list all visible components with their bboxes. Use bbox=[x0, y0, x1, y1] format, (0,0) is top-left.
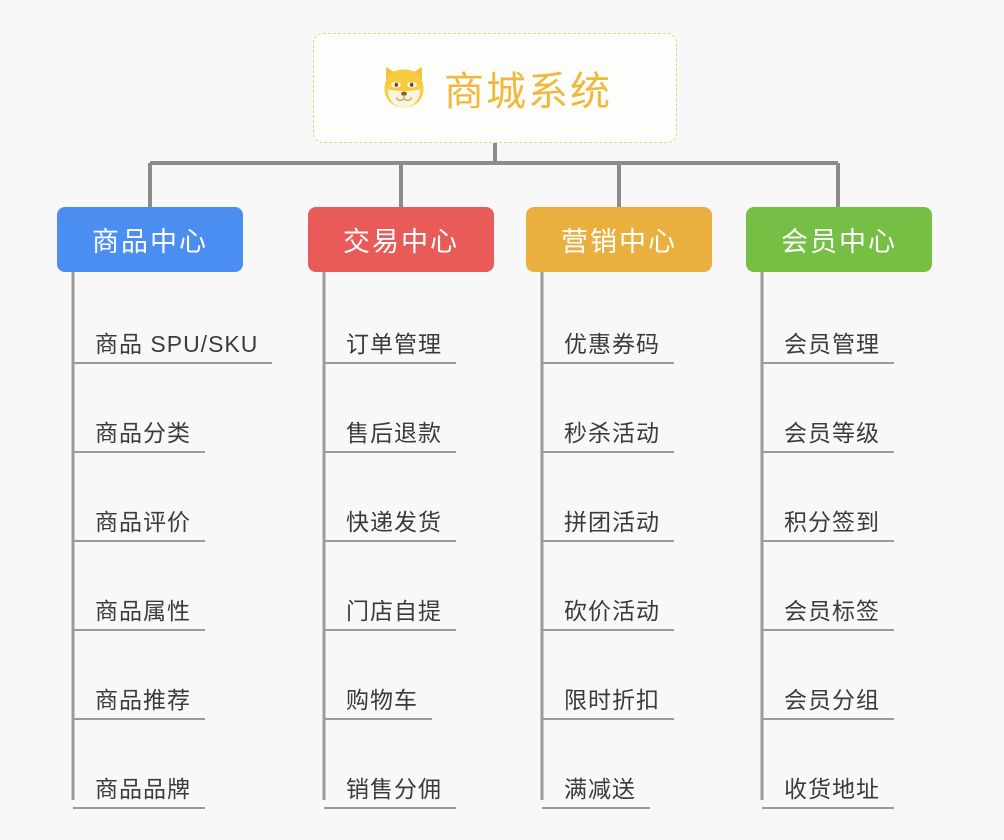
leaf-label: 商品属性 bbox=[73, 598, 205, 631]
leaf-label: 快递发货 bbox=[324, 509, 456, 542]
leaf-label: 限时折扣 bbox=[542, 687, 674, 720]
branch-label-2: 营销中心 bbox=[561, 227, 677, 257]
leaf-label: 会员管理 bbox=[762, 331, 894, 364]
leaf-label: 售后退款 bbox=[324, 420, 456, 453]
branch-header-2[interactable]: 营销中心 bbox=[526, 207, 712, 272]
branch-column-3: 会员中心 会员管理 会员等级 积分签到 会员标签 会员分组 收货地址 bbox=[746, 207, 932, 809]
leaf-list-2: 优惠券码 秒杀活动 拼团活动 砍价活动 限时折扣 满减送 bbox=[526, 272, 712, 809]
leaf-item[interactable]: 商品评价 bbox=[73, 453, 243, 542]
leaf-item[interactable]: 会员分组 bbox=[762, 631, 932, 720]
leaf-label: 商品推荐 bbox=[73, 687, 205, 720]
leaf-label: 商品品牌 bbox=[73, 776, 205, 809]
leaf-item[interactable]: 优惠券码 bbox=[542, 272, 712, 364]
leaf-label: 门店自提 bbox=[324, 598, 456, 631]
leaf-item[interactable]: 售后退款 bbox=[324, 364, 494, 453]
leaf-label: 订单管理 bbox=[324, 331, 456, 364]
branch-column-2: 营销中心 优惠券码 秒杀活动 拼团活动 砍价活动 限时折扣 满减送 bbox=[526, 207, 712, 809]
leaf-label: 满减送 bbox=[542, 776, 650, 809]
leaf-list-3: 会员管理 会员等级 积分签到 会员标签 会员分组 收货地址 bbox=[746, 272, 932, 809]
leaf-label: 会员等级 bbox=[762, 420, 894, 453]
leaf-item[interactable]: 收货地址 bbox=[762, 720, 932, 809]
leaf-item[interactable]: 商品分类 bbox=[73, 364, 243, 453]
leaf-label: 购物车 bbox=[324, 687, 432, 720]
shiba-dog-face-icon bbox=[378, 62, 430, 114]
leaf-list-1: 订单管理 售后退款 快递发货 门店自提 购物车 销售分佣 bbox=[308, 272, 494, 809]
root-node[interactable]: 商城系统 bbox=[313, 33, 677, 143]
leaf-item[interactable]: 会员等级 bbox=[762, 364, 932, 453]
leaf-label: 拼团活动 bbox=[542, 509, 674, 542]
branch-label-0: 商品中心 bbox=[92, 227, 208, 257]
leaf-item[interactable]: 商品属性 bbox=[73, 542, 243, 631]
leaf-label: 会员分组 bbox=[762, 687, 894, 720]
leaf-item[interactable]: 满减送 bbox=[542, 720, 712, 809]
leaf-item[interactable]: 秒杀活动 bbox=[542, 364, 712, 453]
leaf-label: 会员标签 bbox=[762, 598, 894, 631]
leaf-item[interactable]: 订单管理 bbox=[324, 272, 494, 364]
branch-label-3: 会员中心 bbox=[781, 227, 897, 257]
leaf-item[interactable]: 会员标签 bbox=[762, 542, 932, 631]
leaf-label: 优惠券码 bbox=[542, 331, 674, 364]
leaf-item[interactable]: 商品 SPU/SKU bbox=[73, 272, 273, 364]
leaf-label: 秒杀活动 bbox=[542, 420, 674, 453]
leaf-item[interactable]: 限时折扣 bbox=[542, 631, 712, 720]
leaf-label: 收货地址 bbox=[762, 776, 894, 809]
leaf-label: 销售分佣 bbox=[324, 776, 456, 809]
branch-label-1: 交易中心 bbox=[343, 227, 459, 257]
branch-header-3[interactable]: 会员中心 bbox=[746, 207, 932, 272]
leaf-item[interactable]: 拼团活动 bbox=[542, 453, 712, 542]
branch-column-0: 商品中心 商品 SPU/SKU 商品分类 商品评价 商品属性 商品推荐 商品品牌 bbox=[57, 207, 273, 809]
leaf-item[interactable]: 会员管理 bbox=[762, 272, 932, 364]
leaf-label: 商品 SPU/SKU bbox=[73, 331, 273, 364]
branch-column-1: 交易中心 订单管理 售后退款 快递发货 门店自提 购物车 销售分佣 bbox=[308, 207, 494, 809]
leaf-label: 积分签到 bbox=[762, 509, 894, 542]
branch-header-1[interactable]: 交易中心 bbox=[308, 207, 494, 272]
leaf-item[interactable]: 销售分佣 bbox=[324, 720, 494, 809]
leaf-item[interactable]: 商品推荐 bbox=[73, 631, 243, 720]
leaf-item[interactable]: 商品品牌 bbox=[73, 720, 243, 809]
root-title: 商城系统 bbox=[444, 70, 612, 114]
leaf-list-0: 商品 SPU/SKU 商品分类 商品评价 商品属性 商品推荐 商品品牌 bbox=[57, 272, 273, 809]
leaf-item[interactable]: 快递发货 bbox=[324, 453, 494, 542]
leaf-label: 商品分类 bbox=[73, 420, 205, 453]
leaf-label: 商品评价 bbox=[73, 509, 205, 542]
leaf-label: 砍价活动 bbox=[542, 598, 674, 631]
leaf-item[interactable]: 砍价活动 bbox=[542, 542, 712, 631]
leaf-item[interactable]: 积分签到 bbox=[762, 453, 932, 542]
leaf-item[interactable]: 门店自提 bbox=[324, 542, 494, 631]
leaf-item[interactable]: 购物车 bbox=[324, 631, 494, 720]
branch-header-0[interactable]: 商品中心 bbox=[57, 207, 243, 272]
